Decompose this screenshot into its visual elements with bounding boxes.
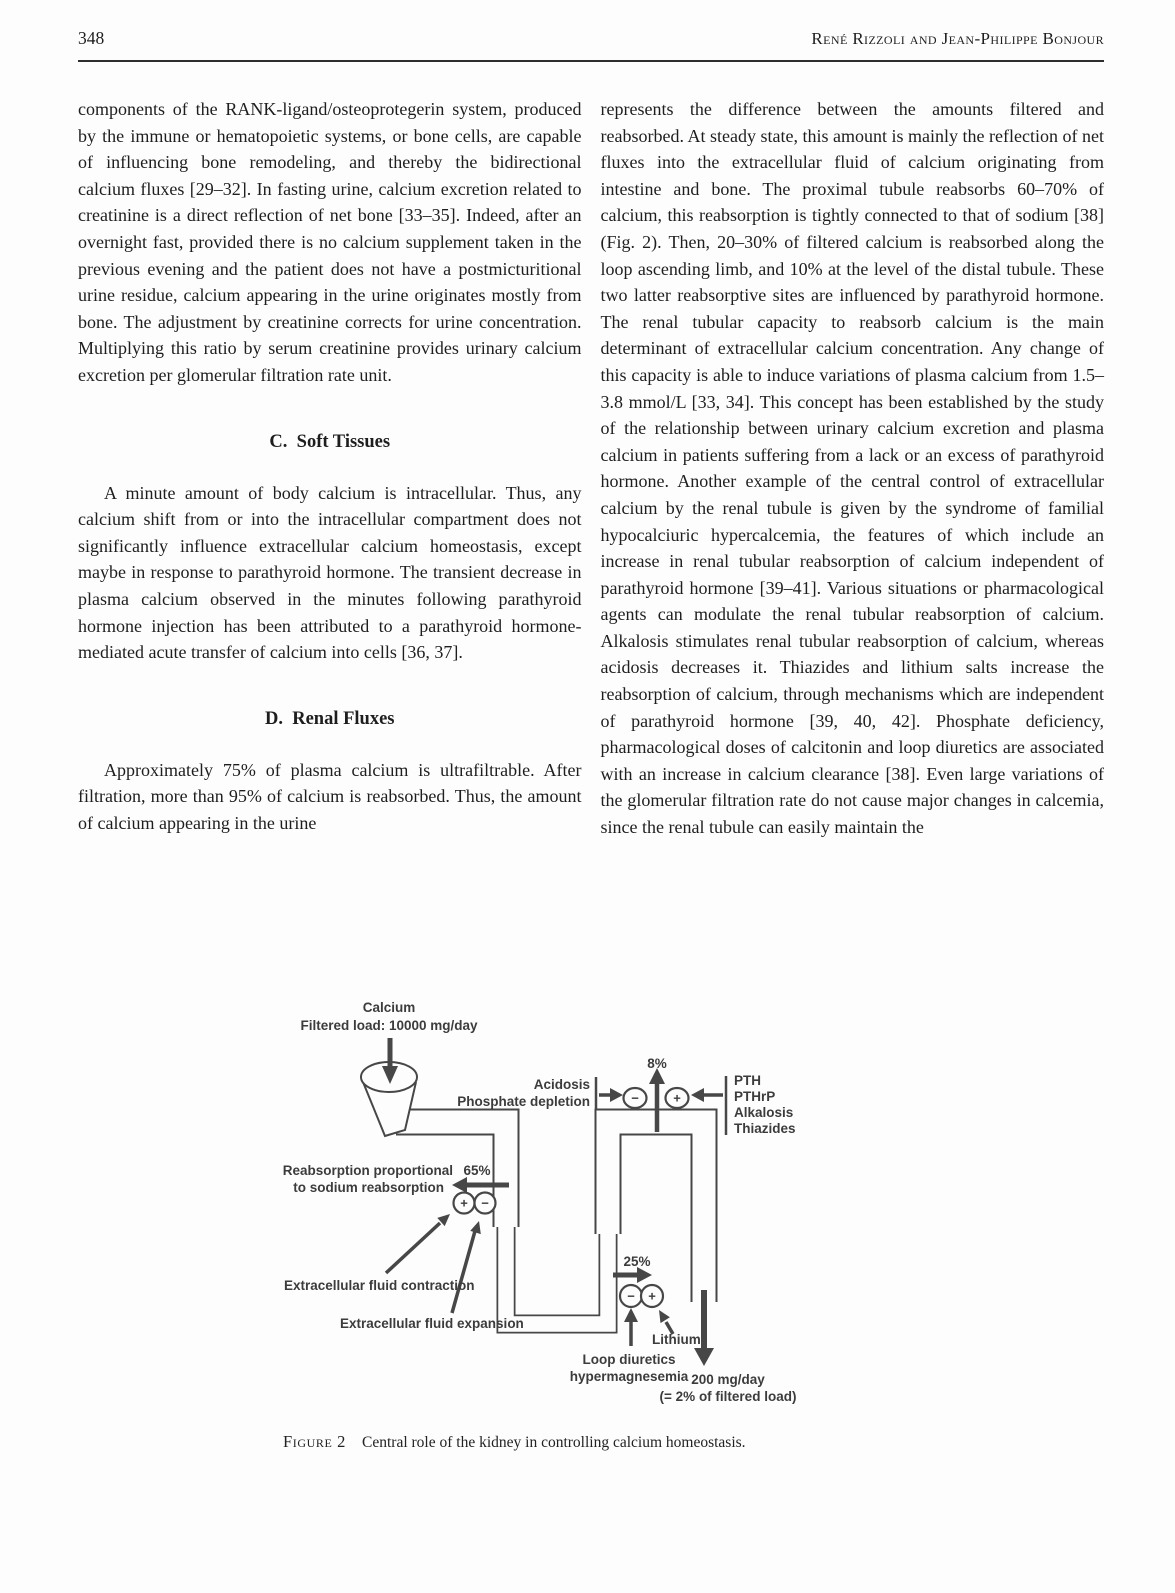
filtered-load-label: Filtered load: 10000 mg/day <box>300 1018 478 1033</box>
filtered-load-arrow <box>382 1038 398 1084</box>
plus-sign: + <box>460 1196 468 1211</box>
reabsorption-label-line2: to sodium reabsorption <box>293 1180 444 1195</box>
distal-minus-circle <box>622 1086 648 1110</box>
distal-8pct-arrow <box>649 1068 665 1132</box>
urine-output-arrow <box>694 1290 714 1366</box>
acidosis-arrow <box>599 1088 623 1102</box>
running-head: René Rizzoli and Jean-Philippe Bonjour <box>811 29 1104 48</box>
figure-caption-text: Central role of the kidney in controllin… <box>362 1434 746 1451</box>
section-heading-renal-fluxes: D. Renal Fluxes <box>265 708 395 729</box>
minus-sign: − <box>627 1289 635 1304</box>
nephron-diagram: − + + − − + Calcium Filtered load: 10000… <box>283 1000 797 1404</box>
proximal-65pct-arrow <box>452 1177 509 1193</box>
acidosis-label: Acidosis <box>534 1077 590 1092</box>
output-label-line1: 200 mg/day <box>691 1372 765 1387</box>
figure-caption: Figure 2 Central role of the kidney in co… <box>283 1432 923 1452</box>
plus-sign: + <box>648 1289 656 1304</box>
loop-diuretics-arrow <box>624 1308 638 1346</box>
pth-label: PTH <box>734 1073 761 1088</box>
ecf-contraction-arrow <box>384 1214 450 1275</box>
thiazides-label: Thiazides <box>734 1121 796 1136</box>
paragraph: Approximately 75% of plasma calcium is u… <box>78 759 582 833</box>
ecf-contraction-label: Extracellular fluid contraction <box>284 1278 475 1293</box>
loop-25pct-arrow <box>613 1267 652 1283</box>
page-number: 348 <box>78 28 105 48</box>
header-rule <box>78 60 1104 62</box>
page-header: 348 René Rizzoli and Jean-Philippe Bonjo… <box>78 28 1104 49</box>
pct-65-label: 65% <box>463 1163 490 1178</box>
alkalosis-label: Alkalosis <box>734 1105 793 1120</box>
calcium-label: Calcium <box>363 1000 416 1015</box>
loop-diuretics-label-line2: hypermagnesemia <box>570 1369 689 1384</box>
regulation-signs: − + + − − + <box>460 1091 681 1304</box>
ecf-expansion-arrow <box>450 1221 481 1314</box>
reabsorption-label-line1: Reabsorption proportional <box>283 1163 453 1178</box>
paragraph: represents the difference between the am… <box>600 99 1105 838</box>
ecf-expansion-label: Extracellular fluid expansion <box>340 1316 524 1331</box>
lithium-arrow <box>659 1310 675 1335</box>
phosphate-depletion-label: Phosphate depletion <box>457 1094 590 1109</box>
lithium-label: Lithium <box>652 1332 701 1347</box>
text-columns: components of the RANK-ligand/osteoprote… <box>78 96 1104 841</box>
minus-sign: − <box>631 1091 639 1106</box>
figure-labels: Calcium Filtered load: 10000 mg/day Acid… <box>283 1000 797 1404</box>
right-column: represents the difference between the am… <box>601 96 1105 841</box>
distal-plus-circle <box>664 1086 690 1110</box>
plus-sign: + <box>673 1091 681 1106</box>
flow-arrows <box>382 1038 723 1366</box>
proximal-minus-circle <box>473 1191 497 1215</box>
regulation-circles <box>452 1086 690 1309</box>
minus-sign: − <box>481 1196 489 1211</box>
loop-plus-circle <box>639 1283 665 1309</box>
output-label-line2: (= 2% of filtered load) <box>660 1389 797 1404</box>
pct-25-label: 25% <box>623 1254 650 1269</box>
left-column: components of the RANK-ligand/osteoprote… <box>78 96 582 841</box>
pthrp-label: PTHrP <box>734 1089 775 1104</box>
loop-diuretics-label-line1: Loop diuretics <box>582 1352 675 1367</box>
figure-caption-label: Figure 2 <box>283 1432 347 1451</box>
paragraph: A minute amount of body calcium is intra… <box>78 482 582 663</box>
paragraph: components of the RANK-ligand/osteoprote… <box>78 99 582 385</box>
section-heading-soft-tissues: C. Soft Tissues <box>269 431 391 452</box>
pct-8-label: 8% <box>647 1056 667 1071</box>
figure-2-diagram: − + + − − + Calcium Filtered load: 10000… <box>276 972 926 1427</box>
pth-arrow <box>691 1088 723 1102</box>
